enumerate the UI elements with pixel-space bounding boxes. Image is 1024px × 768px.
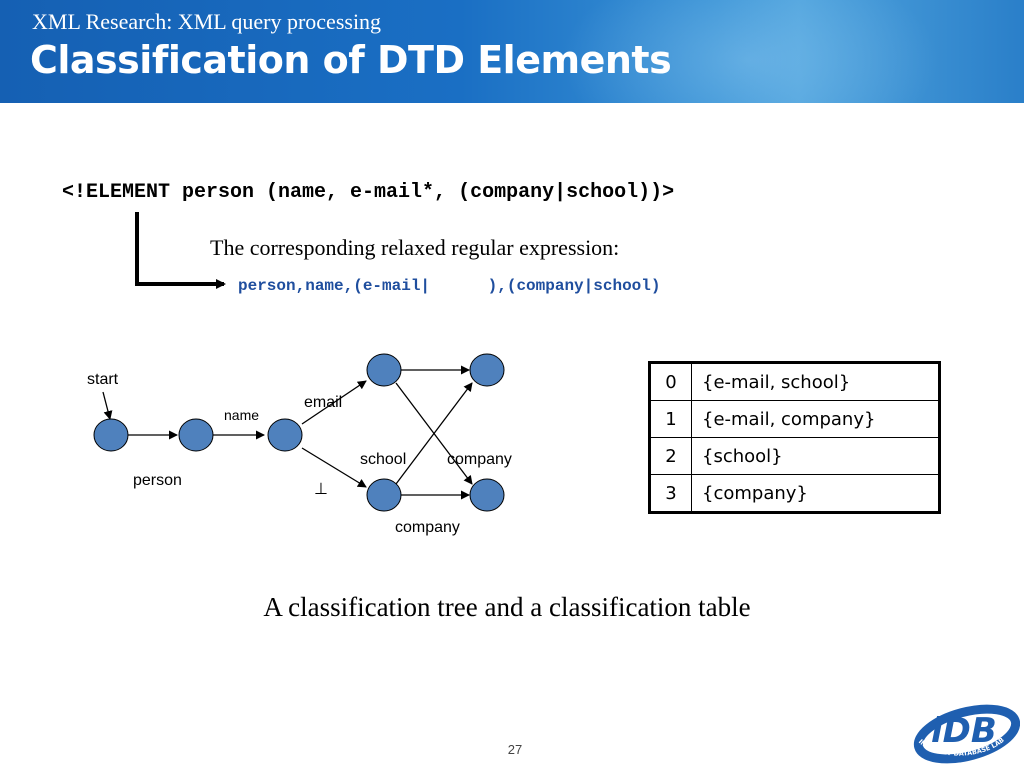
table-set: {school} — [691, 437, 940, 475]
label-company-bottom: company — [395, 519, 460, 536]
relaxed-expression-label: The corresponding relaxed regular expres… — [210, 235, 620, 260]
slide-header: XML Research: XML query processing Class… — [0, 0, 1024, 103]
tree-node-5 — [366, 478, 402, 512]
tree-node-3 — [366, 353, 402, 387]
label-person: person — [133, 472, 182, 489]
tree-node-4 — [469, 353, 505, 387]
label-bottom: ⊥ — [314, 481, 328, 498]
tree-node-6 — [469, 478, 505, 512]
label-start: start — [87, 371, 119, 388]
tree-node-1 — [178, 418, 214, 452]
table-index: 2 — [649, 437, 692, 475]
slide-title: Classification of DTD Elements — [30, 38, 672, 82]
table-row: 0 {e-mail, school} — [649, 362, 940, 401]
idb-logo: iDB INTERNET DATABASE LAB — [913, 704, 1020, 764]
table-set: {e-mail, company} — [691, 400, 940, 438]
slide-subtitle: XML Research: XML query processing — [32, 9, 382, 34]
tree-node-2 — [267, 418, 303, 452]
edge-email — [301, 380, 367, 425]
table-row: 1 {e-mail, company} — [649, 400, 940, 438]
label-school: school — [360, 451, 406, 468]
page-number: 27 — [507, 742, 523, 757]
edge-bottom — [301, 447, 367, 488]
header-glow — [560, 0, 940, 103]
edge-bottom-school — [395, 382, 473, 485]
dtd-declaration: <!ELEMENT person (name, e-mail*, (compan… — [62, 181, 675, 204]
label-email: email — [304, 394, 342, 411]
edge-start — [102, 391, 113, 420]
table-index: 3 — [649, 474, 692, 513]
figure-caption: A classification tree and a classificati… — [263, 592, 751, 622]
table-index: 0 — [649, 362, 692, 401]
relaxed-expression: person,name,(e-mail| ),(company|school) — [238, 277, 661, 295]
classification-tree: start person name email ⊥ school company… — [87, 353, 512, 536]
table-row: 3 {company} — [649, 474, 940, 513]
tree-node-0 — [93, 418, 129, 452]
label-company-mid: company — [447, 451, 512, 468]
table-set: {company} — [691, 474, 940, 513]
table-index: 1 — [649, 400, 692, 438]
table-set: {e-mail, school} — [691, 362, 940, 401]
classification-table: 0 {e-mail, school} 1 {e-mail, company} 2… — [648, 361, 941, 514]
table-row: 2 {school} — [649, 437, 940, 475]
label-name: name — [224, 407, 259, 423]
logo-text: iDB — [931, 711, 997, 751]
